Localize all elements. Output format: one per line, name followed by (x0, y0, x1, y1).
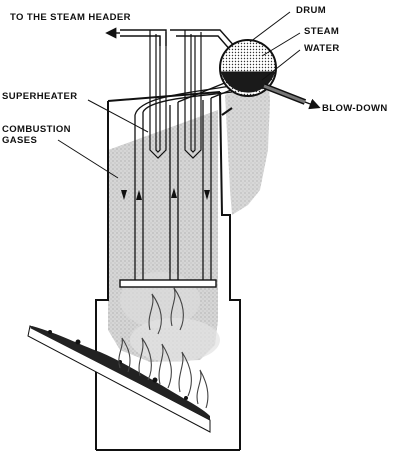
combustion-gas-region (108, 80, 270, 362)
water-tubes (134, 79, 237, 280)
label-combustion-line1: COMBUSTION (2, 124, 71, 135)
label-blowdown: BLOW-DOWN (322, 103, 388, 114)
label-combustion-line2: GASES (2, 135, 38, 146)
label-steam: STEAM (304, 26, 340, 37)
label-drum: DRUM (296, 5, 327, 16)
fuel-bed (27, 325, 211, 433)
leader-lines (57, 11, 301, 179)
lower-header (119, 279, 217, 288)
flow-arrows (121, 188, 210, 200)
steam-header-pipe (105, 27, 237, 53)
label-superheater: SUPERHEATER (2, 91, 78, 102)
label-water: WATER (304, 43, 340, 54)
steam-drum (219, 39, 277, 97)
label-steam-header: TO THE STEAM HEADER (10, 12, 131, 23)
flames (118, 287, 209, 409)
blowdown-pipe (262, 83, 321, 110)
superheater-tubes (149, 30, 202, 159)
